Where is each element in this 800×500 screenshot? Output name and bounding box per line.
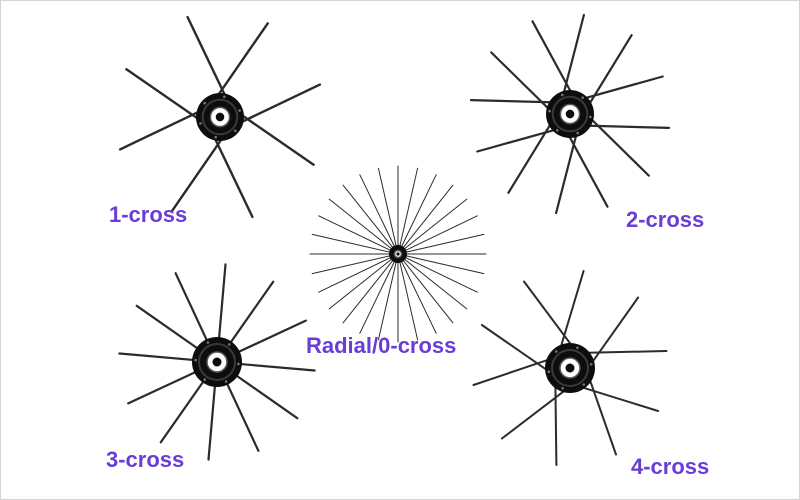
spoke [401, 254, 485, 275]
label-3-cross: 3-cross [106, 447, 185, 472]
hub-icon [196, 93, 244, 141]
label-4-cross: 4-cross [631, 454, 710, 479]
spoke [342, 256, 396, 324]
wheel-radial [309, 165, 487, 343]
label-2-cross: 2-cross [626, 207, 705, 232]
spoke [311, 254, 395, 275]
hub-icon [192, 337, 242, 387]
spoke [400, 198, 468, 252]
wheel-two-cross [469, 13, 671, 215]
spoke [377, 167, 398, 251]
hub-icon [545, 343, 595, 393]
spoke [328, 198, 396, 252]
spoke [398, 167, 419, 251]
label-radial-0-cross: Radial/0-cross [306, 333, 457, 358]
spoke [328, 256, 396, 310]
hub-icon [389, 245, 407, 263]
spoke [399, 174, 437, 251]
spoke [400, 256, 454, 324]
spoke [377, 257, 398, 341]
hub-icon [546, 90, 594, 138]
label-1-cross: 1-cross [109, 202, 188, 227]
spoke [318, 255, 395, 293]
spoke [400, 184, 454, 252]
spoke [398, 257, 419, 341]
spoke [318, 215, 395, 253]
spoke [401, 215, 478, 253]
spoke [359, 257, 397, 334]
spoke [399, 257, 437, 334]
wheel-four-cross [472, 270, 668, 466]
wheel-three-cross [118, 263, 316, 461]
spoke [359, 174, 397, 251]
wheel-one-cross [118, 15, 322, 219]
spoke [401, 255, 478, 293]
spoke [400, 256, 468, 310]
spoke [401, 233, 485, 254]
spoke [311, 233, 395, 254]
spoke [342, 184, 396, 252]
